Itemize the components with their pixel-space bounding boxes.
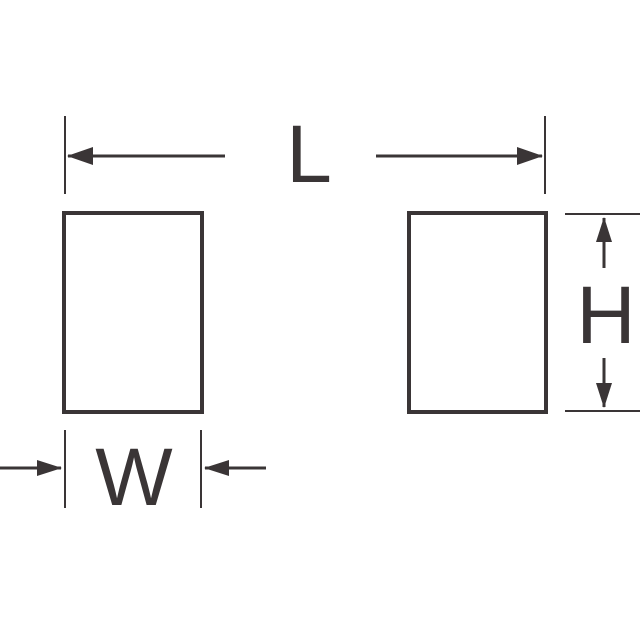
width-right-arrowhead [204,460,229,476]
width-label: W [95,432,173,523]
height-dimension: H [565,213,640,412]
component-top-view [62,211,204,414]
length-dimension: L [64,109,546,200]
component-side-view [407,211,548,414]
height-bottom-arrowhead [596,383,612,408]
length-left-arrowhead [67,147,93,165]
length-label: L [286,109,332,200]
height-top-arrowhead [596,217,612,242]
height-label: H [576,270,635,361]
component-views [62,211,548,414]
width-dimension: W [0,430,266,523]
length-right-arrowhead [517,147,543,165]
width-left-arrowhead [37,460,62,476]
